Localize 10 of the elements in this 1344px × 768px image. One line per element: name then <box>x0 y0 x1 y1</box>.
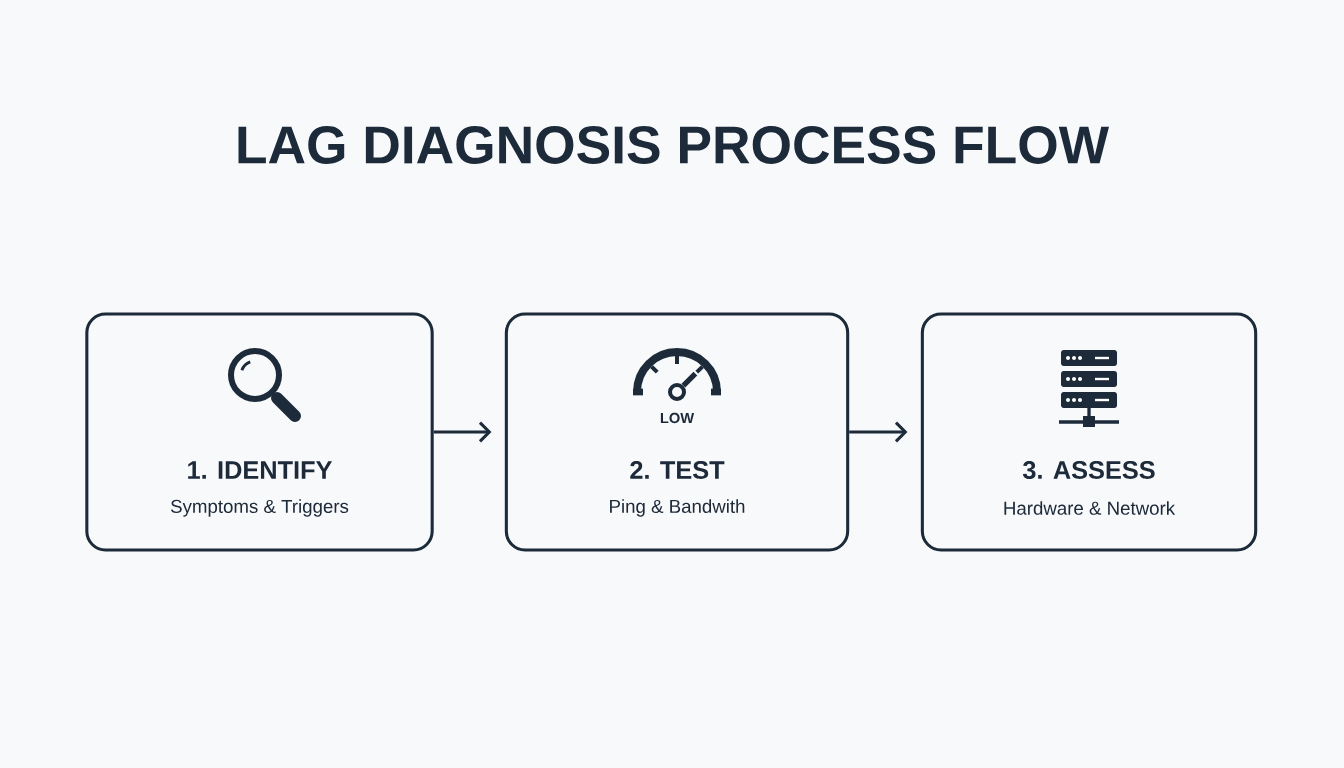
step-description: Hardware & Network <box>1004 501 1176 515</box>
gauge-label: LOW <box>660 412 695 424</box>
step-heading: 2. TEST <box>630 461 725 479</box>
step-description: Ping & Bandwith <box>610 499 745 517</box>
arrow <box>433 421 492 443</box>
arrow <box>849 421 908 443</box>
step-heading: 1. IDENTIFY <box>188 461 333 479</box>
title: LAG DIAGNOSIS PROCESS FLOW <box>238 126 1109 164</box>
step-description: Symptoms & Triggers <box>171 499 349 517</box>
step-heading: 3. ASSESS <box>1022 461 1155 479</box>
